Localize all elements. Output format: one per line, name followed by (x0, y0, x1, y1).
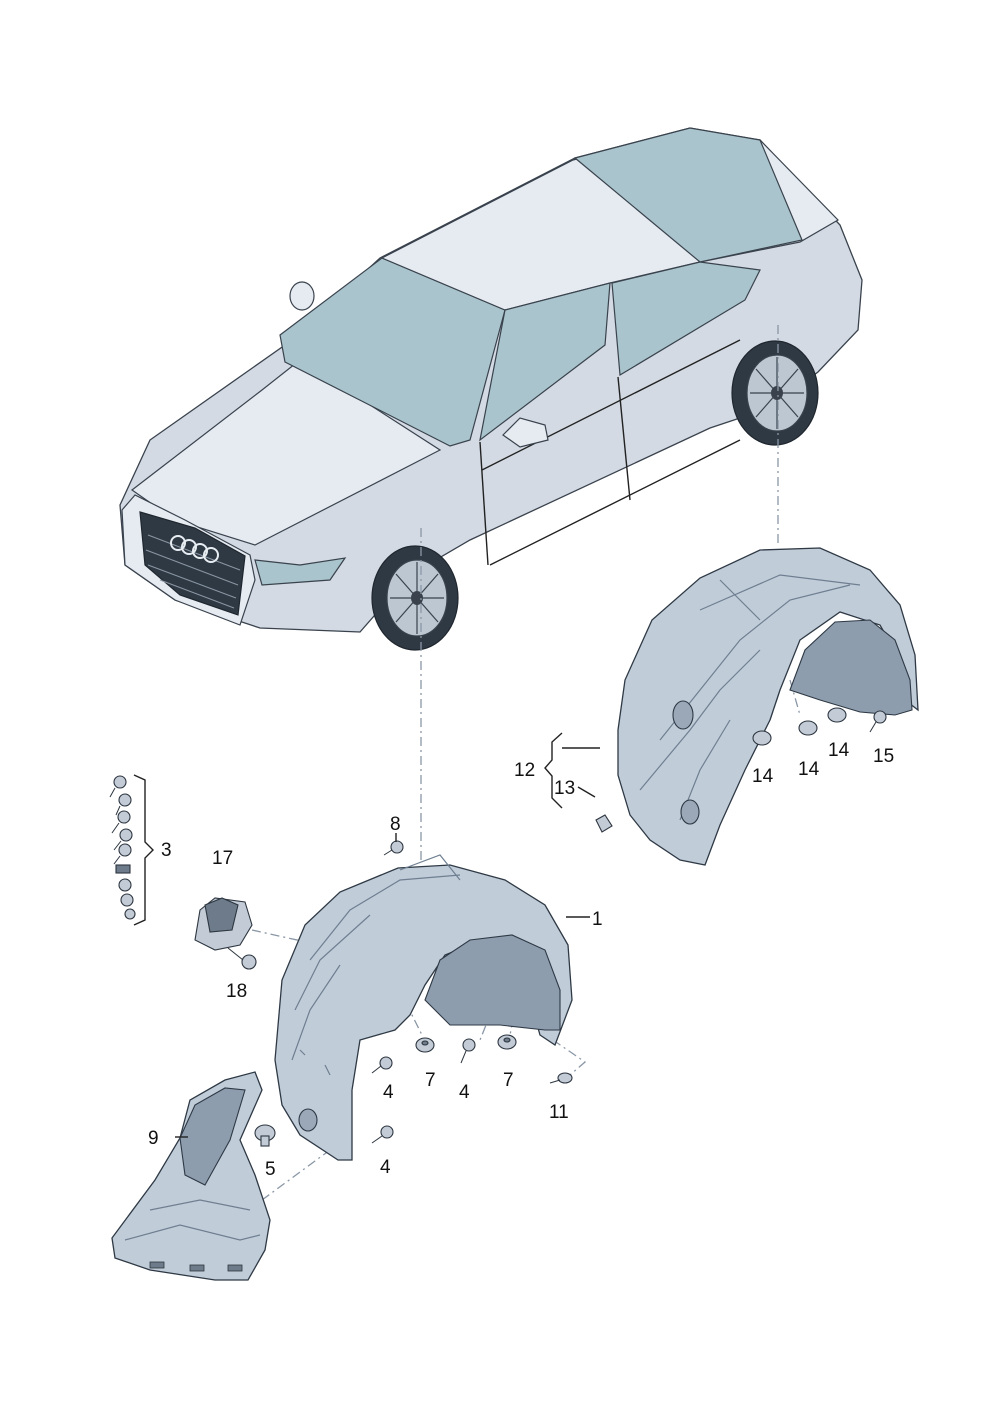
rear-wheel (731, 340, 819, 446)
callout-4-b: 4 (459, 1082, 470, 1103)
front-splash-shield (111, 1071, 271, 1281)
callout-13: 13 (554, 778, 575, 799)
front-wheel-housing-liner (274, 854, 573, 1161)
callout-5: 5 (265, 1159, 276, 1180)
callout-17: 17 (212, 848, 233, 869)
callout-9: 9 (148, 1128, 159, 1149)
grille-bars (145, 534, 241, 609)
callout-12: 12 (514, 760, 535, 781)
callout-7-b: 7 (503, 1070, 514, 1091)
callout-8: 8 (390, 814, 401, 835)
callout-11: 11 (549, 1102, 569, 1123)
bracket-17 (194, 897, 253, 951)
callout-leaders (133, 732, 600, 1138)
callout-18: 18 (226, 981, 247, 1002)
callout-15: 15 (873, 746, 894, 767)
callout-14-a: 14 (752, 766, 774, 787)
callout-4-c: 4 (380, 1157, 391, 1178)
fastener-kit-3 (109, 775, 136, 920)
callout-labels: 1 3 4 4 4 5 7 7 8 9 11 12 13 14 14 14 15… (148, 740, 894, 1180)
callout-14-b: 14 (798, 759, 820, 780)
fasteners (109, 707, 887, 1147)
brand-rings-logo (170, 535, 219, 563)
callout-4-a: 4 (383, 1082, 394, 1103)
callout-7-a: 7 (425, 1070, 436, 1091)
rear-wheel-housing-liner (617, 547, 919, 866)
car-illustration (119, 127, 863, 651)
callout-14-c: 14 (828, 740, 850, 761)
callout-3: 3 (161, 840, 172, 861)
callout-1: 1 (592, 909, 603, 930)
front-wheel (371, 545, 459, 651)
